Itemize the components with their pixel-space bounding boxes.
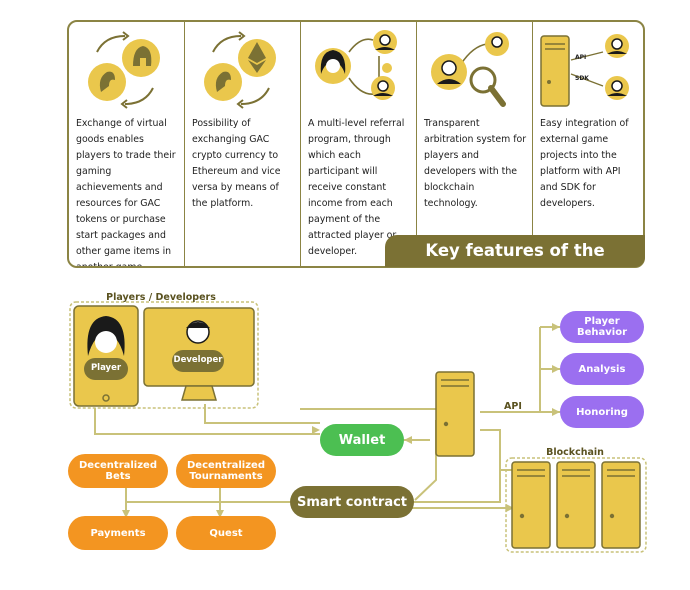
developer-avatar-icon (605, 34, 629, 100)
blockchain-server[interactable] (556, 461, 596, 549)
feature-text: Easy integration of external game projec… (540, 118, 629, 209)
developer-monitor[interactable] (143, 307, 255, 401)
api-tag: API (575, 54, 586, 61)
spartan-helmet-icon (122, 39, 160, 77)
developer-label: Developer (173, 355, 223, 365)
features-panel: Exchange of virtual goods enables player… (67, 20, 645, 268)
feature-virtual-goods: Exchange of virtual goods enables player… (69, 22, 184, 266)
coin-icon (88, 63, 126, 101)
player-device[interactable] (73, 305, 139, 407)
server-icon (540, 35, 570, 107)
api-server[interactable] (435, 371, 475, 457)
referral-avatar-icon (371, 63, 395, 100)
magnifier-icon (469, 66, 506, 107)
sdk-tag: SDK (575, 75, 589, 82)
arrows-icon (212, 31, 270, 109)
ethereum-icon (238, 39, 276, 77)
payments-node[interactable]: Payments (68, 516, 168, 550)
feature-text: Exchange of virtual goods enables player… (76, 118, 176, 268)
player-behavior-node[interactable]: Player Behavior (560, 311, 644, 343)
feature-text: Possibility of exchanging GAC crypto cur… (192, 118, 281, 209)
feature-text: Transparent arbitration system for playe… (424, 118, 527, 209)
decentralized-tournaments-node[interactable]: Decentralized Tournaments (176, 454, 276, 488)
players-developers-group (69, 301, 259, 409)
developer-avatar-icon (373, 30, 397, 54)
honoring-node[interactable]: Honoring (560, 396, 644, 428)
api-label: API (504, 401, 522, 412)
feature-referral-program: A multi-level referral program, through … (300, 22, 416, 266)
player-label: Player (90, 363, 122, 373)
blockchain-group (505, 457, 647, 553)
blockchain-server[interactable] (511, 461, 551, 549)
player-avatar-icon (315, 48, 351, 84)
smart-contract-node[interactable]: Smart contract (290, 486, 414, 518)
feature-api-sdk-integration: API SDK Easy integration of external gam… (532, 22, 643, 266)
feature-arbitration: Transparent arbitration system for playe… (416, 22, 532, 266)
feature-crypto-exchange: Possibility of exchanging GAC crypto cur… (184, 22, 300, 266)
blockchain-label: Blockchain (546, 447, 604, 458)
quest-node[interactable]: Quest (176, 516, 276, 550)
coin-icon (204, 63, 242, 101)
analysis-node[interactable]: Analysis (560, 353, 644, 385)
person-icon (431, 32, 509, 90)
wallet-node[interactable]: Wallet (320, 424, 404, 456)
arrows-icon (96, 31, 154, 109)
players-developers-label: Players / Developers (106, 292, 216, 303)
banner-title: Key features of the platform (385, 235, 645, 292)
decentralized-bets-node[interactable]: Decentralized Bets (68, 454, 168, 488)
blockchain-server[interactable] (601, 461, 641, 549)
feature-text: A multi-level referral program, through … (308, 118, 405, 257)
